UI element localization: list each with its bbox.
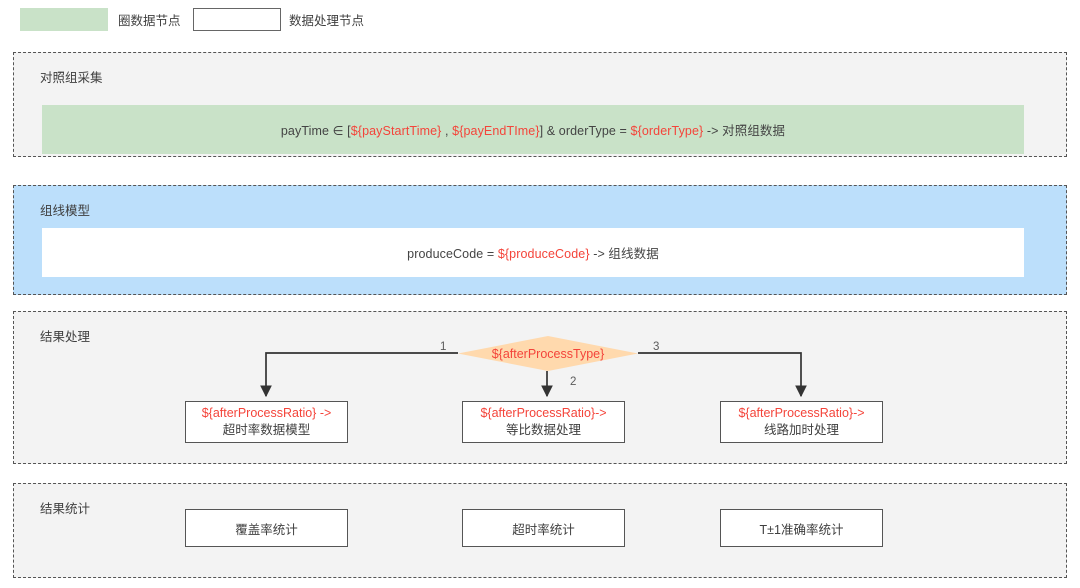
section-title-result-process: 结果处理 bbox=[40, 330, 91, 344]
stat-box-coverage-rate[interactable]: 覆盖率统计 bbox=[185, 509, 348, 547]
node-line-model-query[interactable]: produceCode = ${produceCode} -> 组线数据 bbox=[42, 228, 1024, 277]
node-control-group-query[interactable]: payTime ∈ [${payStartTime} , ${payEndTIm… bbox=[42, 105, 1024, 154]
legend-white-label: 数据处理节点 bbox=[289, 14, 365, 28]
legend-green-swatch bbox=[20, 8, 108, 31]
edge-label-2: 2 bbox=[570, 376, 577, 388]
stat-box-timeout-rate[interactable]: 超时率统计 bbox=[462, 509, 625, 547]
stat-box-t-plus-minus-1-accuracy[interactable]: T±1准确率统计 bbox=[720, 509, 883, 547]
process-box-route-time-addition[interactable]: ${afterProcessRatio}-> 线路加时处理 bbox=[720, 401, 883, 443]
process-box-2-line2: 等比数据处理 bbox=[505, 423, 581, 437]
process-box-3-line1: ${afterProcessRatio}-> bbox=[738, 406, 865, 420]
process-box-timeout-ratio-model[interactable]: ${afterProcessRatio} -> 超时率数据模型 bbox=[185, 401, 348, 443]
process-box-1-line1: ${afterProcessRatio} -> bbox=[201, 406, 332, 420]
process-box-2-line1: ${afterProcessRatio}-> bbox=[480, 406, 607, 420]
decision-label: ${afterProcessType} bbox=[491, 346, 605, 361]
section-title-line-model: 组线模型 bbox=[40, 204, 91, 218]
section-title-result-statistics: 结果统计 bbox=[40, 502, 91, 516]
section-title-control-group: 对照组采集 bbox=[40, 71, 103, 85]
process-box-proportional-processing[interactable]: ${afterProcessRatio}-> 等比数据处理 bbox=[462, 401, 625, 443]
legend-green-label: 圈数据节点 bbox=[118, 14, 181, 28]
edge-label-3: 3 bbox=[653, 341, 660, 353]
process-box-1-line2: 超时率数据模型 bbox=[222, 423, 311, 437]
node-control-group-query-text: payTime ∈ [${payStartTime} , ${payEndTIm… bbox=[280, 124, 786, 138]
decision-after-process-type[interactable]: ${afterProcessType} bbox=[458, 336, 638, 371]
legend-white-swatch bbox=[193, 8, 281, 31]
node-line-model-query-text: produceCode = ${produceCode} -> 组线数据 bbox=[407, 247, 659, 261]
legend: 圈数据节点 数据处理节点 bbox=[0, 0, 1080, 44]
process-box-3-line2: 线路加时处理 bbox=[763, 423, 839, 437]
edge-label-1: 1 bbox=[440, 341, 447, 353]
